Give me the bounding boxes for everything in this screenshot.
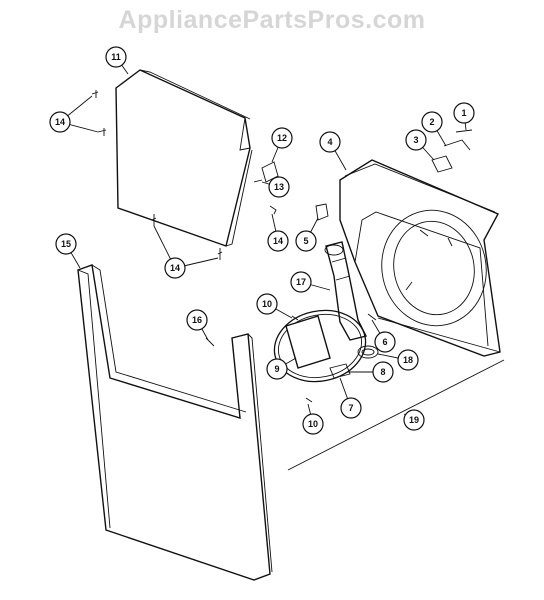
callout-6: 6	[374, 331, 396, 353]
callout-14: 14	[267, 230, 289, 252]
callout-4: 4	[319, 131, 341, 153]
svg-text:8: 8	[380, 367, 385, 377]
svg-text:10: 10	[262, 299, 272, 309]
svg-text:5: 5	[303, 236, 308, 246]
svg-text:2: 2	[429, 117, 434, 127]
svg-text:3: 3	[413, 135, 418, 145]
callout-14: 14	[49, 111, 71, 133]
callout-17: 17	[290, 271, 312, 293]
callout-9: 9	[266, 358, 288, 380]
svg-text:9: 9	[274, 364, 279, 374]
svg-text:18: 18	[403, 355, 413, 365]
callout-5: 5	[295, 230, 317, 252]
door-assembly-part	[273, 309, 367, 383]
svg-text:15: 15	[61, 239, 71, 249]
svg-text:19: 19	[409, 415, 419, 425]
watermark-text: AppliancePartsPros.com	[118, 6, 426, 34]
callout-15: 15	[55, 233, 77, 255]
callout-2: 2	[421, 111, 443, 133]
svg-text:17: 17	[296, 277, 306, 287]
svg-text:14: 14	[273, 236, 283, 246]
callout-19: 19	[403, 409, 425, 431]
callout-18: 18	[397, 349, 419, 371]
callout-1: 1	[453, 102, 475, 124]
callout-13: 13	[268, 176, 290, 198]
callout-3: 3	[405, 129, 427, 151]
svg-text:1: 1	[461, 108, 466, 118]
svg-text:4: 4	[327, 137, 332, 147]
svg-text:16: 16	[192, 315, 202, 325]
svg-text:11: 11	[111, 52, 121, 62]
svg-text:14: 14	[55, 117, 65, 127]
callout-12: 12	[271, 127, 293, 149]
callout-16: 16	[186, 309, 208, 331]
callout-10: 10	[302, 413, 324, 435]
callout-7: 7	[340, 397, 362, 419]
callout-14: 14	[164, 257, 186, 279]
svg-text:6: 6	[382, 337, 387, 347]
svg-text:14: 14	[170, 263, 180, 273]
front-panel-part	[77, 264, 273, 581]
callout-10: 10	[256, 293, 278, 315]
callout-11: 11	[105, 46, 127, 68]
small-parts	[91, 90, 473, 403]
svg-text:10: 10	[308, 419, 318, 429]
base-outline	[287, 317, 505, 471]
top-panel-part	[115, 69, 253, 247]
filter-duct-part	[324, 241, 368, 341]
svg-text:12: 12	[277, 133, 287, 143]
front-bulkhead-part	[339, 159, 501, 357]
svg-text:13: 13	[274, 182, 284, 192]
callout-8: 8	[372, 361, 394, 383]
svg-text:7: 7	[348, 403, 353, 413]
